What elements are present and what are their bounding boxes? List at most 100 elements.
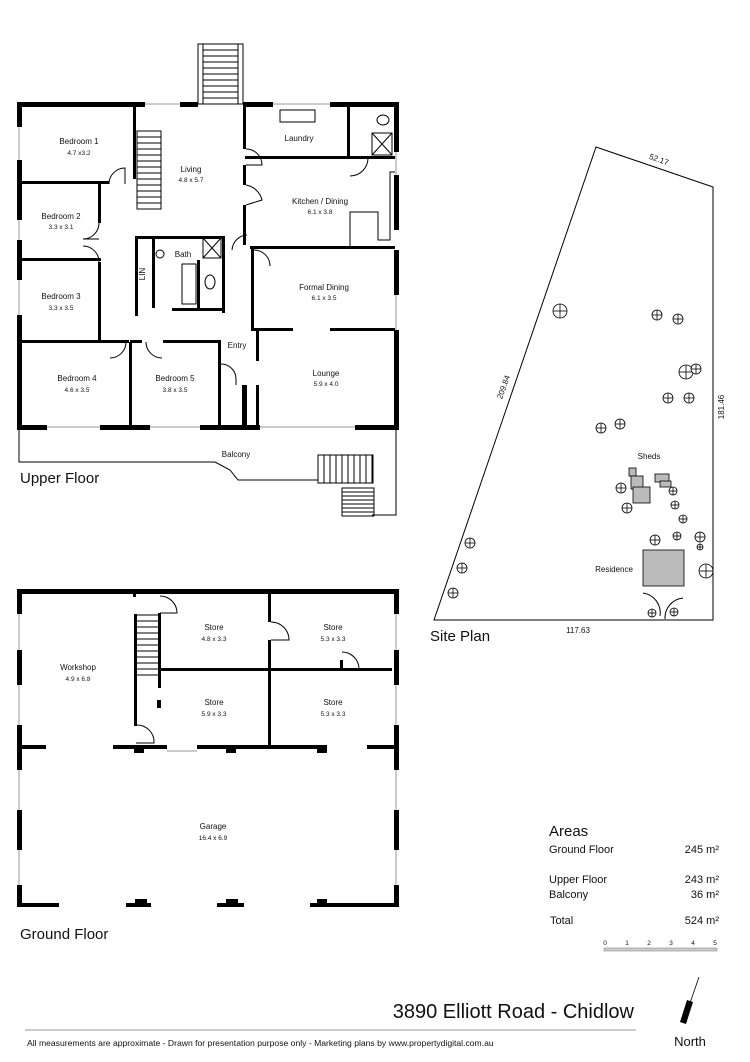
ground-floor-title: Ground Floor	[20, 926, 108, 943]
sheds-label: Sheds	[638, 452, 661, 461]
scale-tick: 1	[625, 940, 629, 947]
areas-title: Areas	[549, 823, 588, 840]
room-lounge-dims: 5.9 x 4.0	[314, 381, 339, 388]
room-store-4: Store	[323, 698, 343, 707]
disclaimer: All measurements are approximate - Drawn…	[27, 1038, 494, 1048]
room-bedroom-1: Bedroom 1	[59, 137, 99, 146]
room-balcony: Balcony	[222, 450, 250, 459]
room-store-2: Store	[323, 623, 343, 632]
room-bedroom-5: Bedroom 5	[155, 374, 195, 383]
room-entry: Entry	[228, 341, 247, 350]
room-bedroom-3-dims: 3.3 x 3.5	[49, 305, 74, 312]
scale-tick: 5	[713, 940, 717, 947]
room-formal-dining-dims: 6.1 x 3.5	[312, 295, 337, 302]
tree-icon	[668, 486, 678, 496]
scale-tick: 4	[691, 940, 695, 947]
room-garage-dims: 16.4 x 6.9	[199, 835, 228, 842]
tree-icon	[552, 303, 568, 319]
room-garage: Garage	[200, 822, 227, 831]
area-value-total: 524 m²	[685, 915, 720, 927]
room-bath: Bath	[175, 250, 191, 259]
area-value-ground: 245 m²	[685, 844, 720, 856]
boundary-south: 117.63	[566, 626, 590, 635]
room-laundry: Laundry	[285, 134, 314, 143]
ground-floor-plan	[17, 589, 399, 907]
room-store-3-dims: 5.9 x 3.3	[202, 711, 227, 718]
tree-icon	[662, 392, 674, 404]
room-living-dims: 4.8 x 5.7	[179, 177, 204, 184]
tree-icon	[649, 534, 661, 546]
room-kitchen-dining: Kitchen / Dining	[292, 197, 348, 206]
ground-floor-labels: Workshop 4.9 x 6.8 Store 4.8 x 3.3 Store…	[20, 623, 346, 943]
site-plan: 52.17 209.84 181.46 117.63 Sheds Residen…	[430, 146, 726, 645]
tree-icon	[651, 309, 663, 321]
scale-tick: 2	[647, 940, 651, 947]
scale-tick: 0	[603, 940, 607, 947]
tree-icon	[690, 363, 702, 375]
tree-icon	[669, 607, 679, 617]
boundary-north: 52.17	[648, 152, 670, 167]
room-formal-dining: Formal Dining	[299, 283, 349, 292]
tree-icon	[670, 500, 680, 510]
tree-icon	[672, 531, 682, 541]
tree-icon	[694, 531, 706, 543]
room-lounge: Lounge	[313, 369, 340, 378]
room-bedroom-4: Bedroom 4	[57, 374, 97, 383]
shed-buildings	[628, 467, 672, 504]
area-value-balcony: 36 m²	[691, 889, 719, 901]
upper-floor-title: Upper Floor	[20, 470, 99, 487]
tree-icon	[678, 364, 694, 380]
room-bedroom-4-dims: 4.6 x 3.5	[65, 387, 90, 394]
room-bedroom-3: Bedroom 3	[41, 292, 81, 301]
room-bedroom-2: Bedroom 2	[41, 212, 81, 221]
room-bedroom-2-dims: 3.3 x 3.1	[49, 224, 74, 231]
property-address: 3890 Elliott Road - Chidlow	[393, 1001, 635, 1023]
room-linen: LIN	[138, 268, 147, 281]
scale-tick: 3	[669, 940, 673, 947]
upper-floor-plan	[17, 43, 399, 517]
area-label-balcony: Balcony	[549, 889, 589, 901]
room-bedroom-1-dims: 4.7 x3.2	[67, 150, 91, 157]
tree-icon	[615, 482, 627, 494]
tree-icon	[696, 543, 704, 551]
tree-icon	[683, 392, 695, 404]
site-plan-title: Site Plan	[430, 628, 490, 645]
room-bedroom-5-dims: 3.8 x 3.5	[163, 387, 188, 394]
footer: 3890 Elliott Road - Chidlow All measurem…	[25, 976, 706, 1049]
tree-icon	[672, 313, 684, 325]
room-store-1-dims: 4.8 x 3.3	[202, 636, 227, 643]
room-living: Living	[181, 165, 202, 174]
area-label-upper: Upper Floor	[549, 874, 607, 886]
room-store-1: Store	[204, 623, 224, 632]
tree-icon	[595, 422, 607, 434]
room-store-3: Store	[204, 698, 224, 707]
room-workshop-dims: 4.9 x 6.8	[66, 676, 91, 683]
boundary-west: 209.84	[495, 374, 512, 401]
residence-building	[642, 549, 685, 587]
room-kitchen-dining-dims: 6.1 x 3.8	[308, 209, 333, 216]
tree-icon	[447, 587, 459, 599]
area-value-upper: 243 m²	[685, 874, 720, 886]
room-store-4-dims: 5.3 x 3.3	[321, 711, 346, 718]
north-label: North	[674, 1034, 706, 1049]
areas-table: Areas Ground Floor 245 m² Upper Floor 24…	[549, 823, 720, 952]
tree-icon	[698, 563, 714, 579]
scale-bar: 0 1 2 3 4 5	[603, 940, 718, 952]
top-stairs	[197, 43, 244, 105]
room-store-2-dims: 5.3 x 3.3	[321, 636, 346, 643]
residence-label: Residence	[595, 565, 633, 574]
tree-icon	[647, 608, 657, 618]
tree-icon	[678, 514, 688, 524]
tree-icon	[464, 537, 476, 549]
north-arrow-icon	[680, 976, 700, 1024]
area-label-total: Total	[550, 915, 573, 927]
tree-icon	[456, 562, 468, 574]
room-workshop: Workshop	[60, 663, 96, 672]
upper-floor-labels: Bedroom 1 4.7 x3.2 Bedroom 2 3.3 x 3.1 B…	[20, 134, 349, 487]
boundary-east: 181.46	[717, 394, 726, 419]
area-label-ground: Ground Floor	[549, 844, 614, 856]
site-boundary	[433, 146, 714, 621]
tree-icon	[614, 418, 626, 430]
tree-icon	[621, 502, 633, 514]
